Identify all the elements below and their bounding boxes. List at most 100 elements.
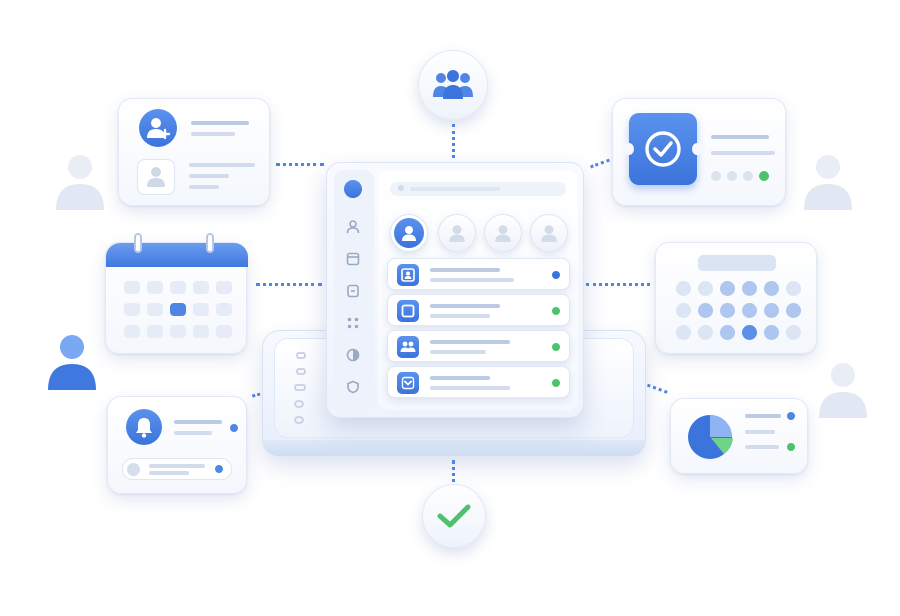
calendar-day — [170, 325, 186, 338]
user-card-line — [191, 121, 249, 125]
chart-legend-dot — [787, 412, 795, 420]
approval-step-dot-active — [759, 171, 769, 181]
person-icon — [449, 225, 465, 242]
bell-avatar — [126, 409, 162, 445]
platform-side-controls — [290, 352, 310, 428]
chart-legend-dot — [787, 443, 795, 451]
avatar[interactable] — [484, 214, 522, 252]
person-icon-left-lower — [48, 335, 96, 390]
row-line — [430, 340, 510, 344]
sidebar-item-window[interactable] — [346, 252, 360, 266]
approval-line — [711, 151, 775, 155]
calendar-ring-left — [134, 233, 142, 253]
app-topbar-dot — [398, 185, 404, 191]
platform-control — [296, 368, 306, 375]
grid-dot — [698, 303, 713, 318]
connector-right-upper — [590, 158, 610, 169]
calendar-day — [147, 303, 163, 316]
list-item-profile[interactable] — [387, 258, 570, 290]
checkmark-badge — [422, 484, 486, 548]
chart-legend-line — [745, 414, 781, 418]
calendar-day — [193, 325, 209, 338]
list-item-expand[interactable] — [387, 366, 570, 398]
ticket-notch-left — [624, 143, 634, 155]
platform-control — [296, 352, 306, 359]
add-user-avatar — [139, 109, 177, 147]
chart-legend-line — [745, 445, 779, 449]
half-circle-icon — [346, 348, 360, 362]
grid-dot — [764, 325, 779, 340]
add-user-icon — [147, 118, 171, 140]
approval-step-dot — [727, 171, 737, 181]
approval-step-dot — [743, 171, 753, 181]
ticket-notch-right — [692, 143, 702, 155]
schedule-grid-card — [655, 242, 817, 354]
toggle-status-dot — [215, 465, 223, 473]
row-line — [430, 314, 490, 318]
group-icon — [400, 341, 416, 352]
notification-line — [174, 431, 212, 435]
grid-dot — [742, 303, 757, 318]
calendar-day — [216, 325, 232, 338]
grid-dot — [720, 281, 735, 296]
avatar-active[interactable] — [390, 214, 428, 252]
toggle-line — [149, 464, 205, 468]
person-icon — [147, 167, 165, 187]
grid-dot — [676, 303, 691, 318]
grid-dot — [676, 281, 691, 296]
connector-right-middle — [586, 283, 650, 286]
sidebar-item-security[interactable] — [346, 380, 360, 394]
checkmark-icon — [437, 504, 471, 528]
sidebar-item-reports[interactable] — [346, 348, 360, 362]
apps-icon — [347, 317, 359, 329]
user-card-line — [189, 174, 229, 178]
avatar[interactable] — [530, 214, 568, 252]
grid-dot — [698, 281, 713, 296]
row-line — [430, 278, 514, 282]
grid-dot — [742, 325, 757, 340]
avatar[interactable] — [438, 214, 476, 252]
calendar-day — [124, 281, 140, 294]
calendar-day — [193, 303, 209, 316]
grid-dot — [698, 325, 713, 340]
user-management-card — [118, 98, 270, 206]
user-placeholder-avatar — [137, 159, 175, 195]
calendar-card — [105, 233, 248, 354]
row-icon-badge — [397, 372, 419, 394]
sidebar-item-people[interactable] — [346, 220, 360, 234]
row-icon-badge — [397, 264, 419, 286]
connector-left-middle — [256, 283, 322, 286]
user-profile-icon — [401, 268, 415, 282]
person-icon — [402, 226, 416, 241]
user-card-line — [189, 163, 255, 167]
avatar-active-inner — [394, 218, 424, 248]
chart-legend-line — [745, 430, 775, 434]
row-icon-badge — [397, 300, 419, 322]
sidebar-item-documents[interactable] — [346, 284, 360, 298]
list-item-group[interactable] — [387, 330, 570, 362]
shield-icon — [347, 380, 359, 394]
app-sidebar — [334, 170, 374, 410]
row-icon-badge — [397, 336, 419, 358]
calendar-ring-right — [206, 233, 214, 253]
calendar-day — [193, 281, 209, 294]
calendar-day — [170, 281, 186, 294]
platform-control — [294, 416, 304, 424]
notification-line — [174, 420, 222, 424]
row-line — [430, 268, 500, 272]
notification-card — [107, 396, 247, 494]
connector-top — [452, 124, 455, 158]
approval-line — [711, 135, 769, 139]
report-chart-card — [670, 398, 808, 474]
calendar-day — [147, 325, 163, 338]
team-icon-badge — [418, 50, 488, 120]
list-item-window[interactable] — [387, 294, 570, 326]
calendar-header — [106, 243, 248, 267]
sidebar-item-apps[interactable] — [346, 316, 360, 330]
window-icon — [401, 304, 415, 318]
connector-left-upper — [276, 163, 324, 166]
app-logo — [344, 180, 362, 198]
grid-card-title-bar — [698, 255, 776, 271]
person-icon — [346, 220, 360, 234]
